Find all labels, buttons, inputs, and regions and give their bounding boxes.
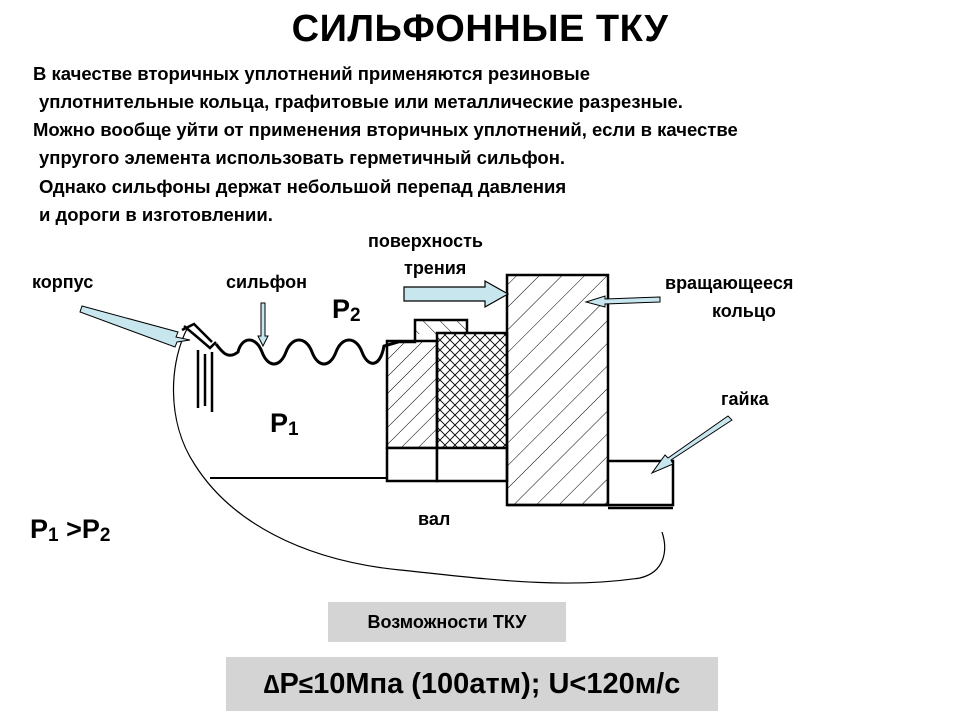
label-friction-surface-1: поверхность bbox=[368, 231, 483, 251]
label-housing: корпус bbox=[32, 272, 94, 292]
delta-icon: ∆ bbox=[263, 668, 280, 699]
paragraph-line-2: уплотнительные кольца, графитовые или ме… bbox=[39, 91, 683, 112]
paragraph-line-4: упругого элемента использовать герметичн… bbox=[39, 147, 566, 168]
stationary-ring-base bbox=[385, 446, 439, 483]
arrow-nut bbox=[650, 415, 733, 475]
arrow-rotating-ring bbox=[584, 295, 661, 308]
arrow-housing bbox=[79, 305, 191, 348]
label-p1-gt-p2: P1 >P2 bbox=[30, 514, 111, 546]
graphite-ring-base bbox=[435, 446, 509, 483]
housing-flange bbox=[181, 322, 217, 412]
label-shaft: вал bbox=[418, 509, 451, 529]
arrow-bellows bbox=[257, 302, 269, 348]
spec-text-b: 10Мпа (100атм); U<120м/с bbox=[313, 667, 681, 700]
holder-top-fill bbox=[415, 320, 467, 334]
le-icon: ≤ bbox=[298, 668, 314, 699]
bellows bbox=[214, 338, 399, 366]
paragraph-line-5: Однако сильфоны держат небольшой перепад… bbox=[39, 176, 567, 197]
paragraph-line-1: В качестве вторичных уплотнений применяю… bbox=[33, 63, 590, 84]
label-friction-surface-2: трения bbox=[404, 258, 467, 278]
label-nut: гайка bbox=[721, 389, 769, 409]
rotating-ring bbox=[505, 273, 610, 507]
graphite-ring bbox=[435, 331, 509, 450]
capabilities-box: Возможности ТКУ bbox=[328, 602, 566, 642]
label-p1: P1 bbox=[270, 408, 299, 440]
spec-text-a: P bbox=[279, 667, 299, 700]
label-rotating-ring-2: кольцо bbox=[712, 301, 776, 321]
housing-outline bbox=[172, 326, 666, 584]
paragraph-line-3: Можно вообще уйти от применения вторичны… bbox=[33, 119, 738, 140]
capabilities-label: Возможности ТКУ bbox=[367, 611, 527, 632]
arrow-friction bbox=[403, 279, 510, 309]
nut bbox=[606, 459, 675, 507]
label-bellows: сильфон bbox=[226, 272, 307, 292]
page-title: СИЛЬФОННЫЕ ТКУ bbox=[291, 8, 669, 50]
stationary-ring-holder bbox=[385, 339, 439, 450]
label-p2: P2 bbox=[332, 294, 361, 326]
label-rotating-ring-1: вращающееся bbox=[665, 273, 794, 293]
spec-box: ∆P≤10Мпа (100атм); U<120м/с bbox=[226, 657, 718, 711]
paragraph-line-6: и дороги в изготовлении. bbox=[39, 204, 273, 225]
